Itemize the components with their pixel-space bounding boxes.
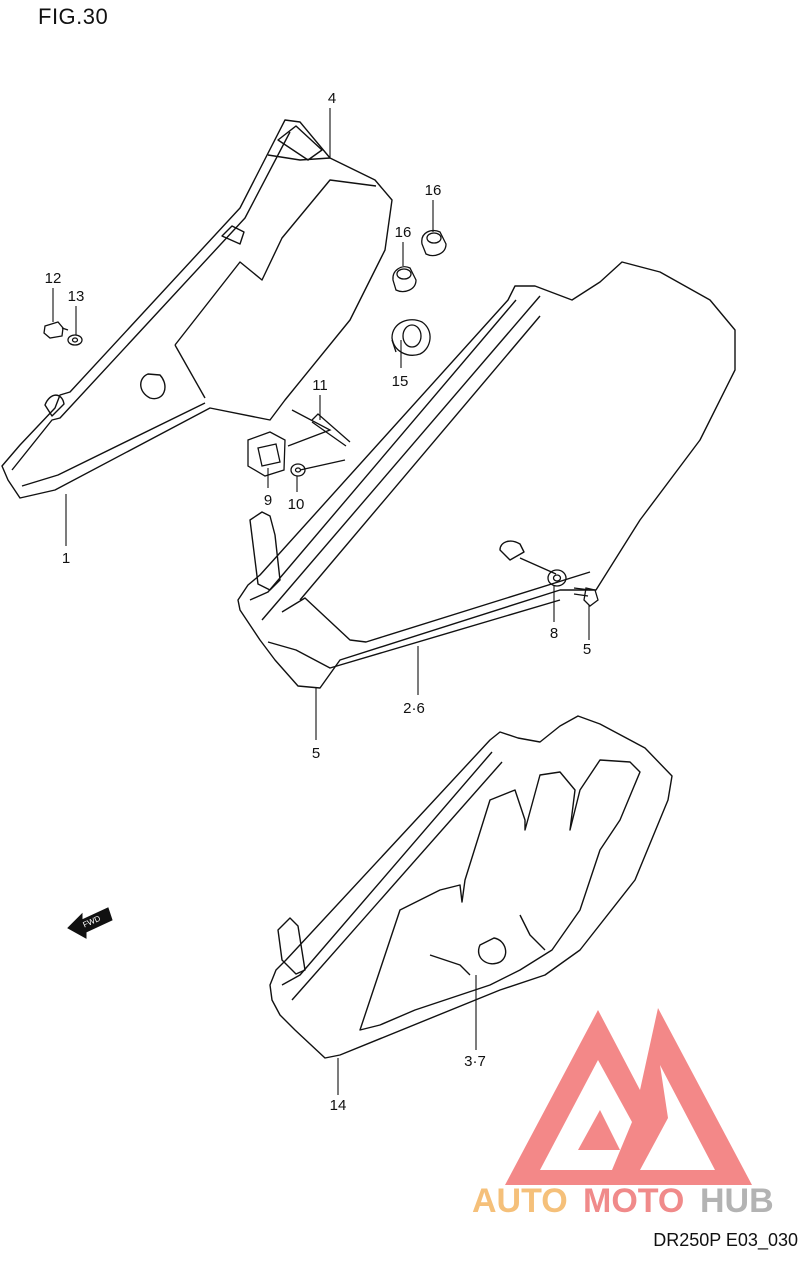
watermark-text: AUTO MOTO HUB xyxy=(472,1182,774,1220)
callout-9: 8 xyxy=(550,625,558,642)
callout-10: 9 xyxy=(264,492,272,509)
callout-14: 13 xyxy=(68,288,85,305)
leader-lines xyxy=(52,108,590,1095)
callout-3-7: 3·7 xyxy=(464,1053,486,1070)
washer-14 xyxy=(67,334,83,346)
damper-16-lower xyxy=(392,266,417,293)
grommet-15 xyxy=(391,319,431,356)
callout-8: 5 xyxy=(583,641,591,658)
callout-5-lower: 14 xyxy=(330,1097,347,1114)
callout-15: 15 xyxy=(392,373,409,390)
callout-11: 10 xyxy=(288,496,305,513)
watermark-logo xyxy=(505,1008,752,1185)
side-cover-3-7 xyxy=(269,715,673,1059)
washer-9 xyxy=(547,569,567,587)
callout-1: 1 xyxy=(62,550,70,567)
screw-8 xyxy=(573,587,599,607)
watermark-hub: HUB xyxy=(700,1182,774,1220)
fwd-arrow-icon: FWD xyxy=(67,907,113,939)
watermark-auto: AUTO xyxy=(472,1182,568,1220)
callout-16-lower: 16 xyxy=(395,224,412,241)
callout-12: 11 xyxy=(312,377,328,394)
callout-16-upper: 16 xyxy=(425,182,442,199)
callout-5-upper: 5 xyxy=(312,745,320,762)
callout-4: 4 xyxy=(328,90,336,107)
bolt-13 xyxy=(43,321,69,339)
frame-cover-left xyxy=(1,119,393,499)
watermark-moto: MOTO xyxy=(583,1182,684,1220)
damper-16-upper xyxy=(421,229,447,257)
callout-labels: 4 16 16 12 13 15 11 9 10 1 8 5 2·6 5 3·7… xyxy=(45,90,592,1114)
side-cover-2-6 xyxy=(237,261,736,689)
callout-2-6: 2·6 xyxy=(403,700,425,717)
callout-13: 12 xyxy=(45,270,62,287)
drawing-code: DR250P E03_030 xyxy=(653,1230,798,1250)
rivet-12 xyxy=(287,409,351,471)
figure-title: FIG.30 xyxy=(38,4,109,29)
clip-10 xyxy=(247,431,286,477)
